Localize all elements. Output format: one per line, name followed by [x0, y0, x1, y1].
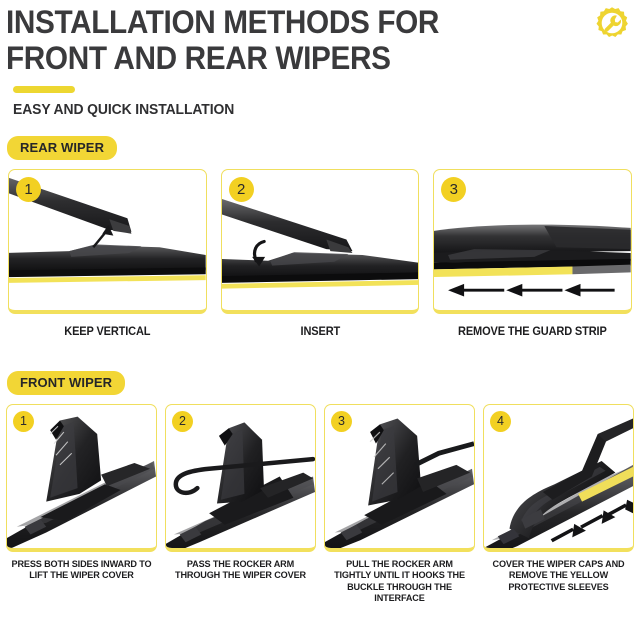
- step-caption-rear-1: KEEP VERTICAL: [64, 325, 151, 338]
- front-art-4: [484, 405, 633, 548]
- step-caption-rear-2: INSERT: [300, 325, 340, 338]
- step-image-front-2: 2: [165, 403, 316, 552]
- accent-divider: [13, 86, 75, 93]
- step-image-front-1: 1: [6, 403, 157, 552]
- section-badge-rear: REAR WIPER: [7, 136, 118, 160]
- section-badge-front: FRONT WIPER: [7, 370, 126, 395]
- step-number-rear-3: 3: [441, 177, 467, 202]
- front-art-3: [325, 405, 474, 548]
- step-caption-rear-3: REMOVE THE GUARD STRIP: [458, 325, 607, 338]
- rear-art-3: [434, 170, 632, 310]
- page-subtitle: EASY AND QUICK INSTALLATION: [13, 102, 235, 118]
- step-number-front-4: 4: [490, 410, 511, 432]
- step-image-front-3: 3: [324, 403, 475, 552]
- page-title: INSTALLATION METHODS FOR FRONT AND REAR …: [6, 4, 440, 76]
- header: INSTALLATION METHODS FOR FRONT AND REAR …: [0, 0, 640, 118]
- step-caption-front-4: COVER THE WIPER CAPS AND REMOVE THE YELL…: [492, 558, 625, 593]
- step-card-front-2: 2 PASS THE ROCKER ARM THROUGH THE WIPER …: [165, 403, 316, 605]
- step-image-front-4: 4: [483, 403, 634, 552]
- step-image-rear-1: 1: [8, 169, 207, 314]
- step-number-front-2: 2: [172, 410, 193, 432]
- step-card-rear-1: 1 KEEP VERTICAL: [8, 169, 207, 339]
- front-art-1: [7, 405, 156, 548]
- step-image-rear-3: 3: [433, 169, 633, 314]
- step-number-rear-2: 2: [228, 177, 254, 202]
- step-number-front-3: 3: [331, 410, 352, 432]
- step-number-front-1: 1: [13, 410, 34, 432]
- step-card-rear-3: 3 REMOVE THE GUARD STRIP: [433, 169, 633, 339]
- front-art-2: [166, 405, 315, 548]
- step-caption-front-3: PULL THE ROCKER ARM TIGHTLY UNTIL IT HOO…: [334, 558, 465, 605]
- section-rear-wiper: REAR WIPER: [0, 136, 640, 339]
- step-card-front-1: 1 PRESS BOTH SIDES INWARD TO LIFT THE WI…: [6, 403, 157, 605]
- gear-wrench-icon: [592, 4, 632, 44]
- step-card-rear-2: 2 INSERT: [220, 169, 420, 339]
- section-front-wiper: FRONT WIPER: [0, 370, 640, 605]
- step-caption-front-1: PRESS BOTH SIDES INWARD TO LIFT THE WIPE…: [11, 558, 152, 582]
- rear-art-2: [221, 170, 419, 310]
- step-image-rear-2: 2: [220, 169, 420, 314]
- step-number-rear-1: 1: [16, 177, 41, 202]
- step-caption-front-2: PASS THE ROCKER ARM THROUGH THE WIPER CO…: [175, 558, 306, 582]
- rear-steps-row: 1 KEEP VERTICAL: [0, 169, 640, 339]
- step-card-front-3: 3 PULL THE ROCKER ARM TIGHTLY UNTIL IT H…: [324, 403, 475, 605]
- front-steps-row: 1 PRESS BOTH SIDES INWARD TO LIFT THE WI…: [0, 403, 640, 605]
- step-card-front-4: 4 COVER THE WIPER CAPS AND REMOVE THE YE…: [483, 403, 634, 605]
